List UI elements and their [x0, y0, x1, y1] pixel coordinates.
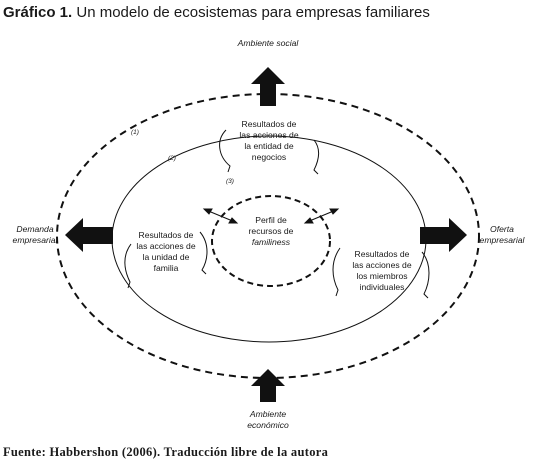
label-ambiente-social: Ambiente social [237, 38, 300, 48]
double-arrow-left-icon [202, 208, 239, 224]
node-left-line4: familia [154, 263, 179, 273]
node-left-line3: la unidad de [143, 252, 190, 262]
node-top-line3: la entidad de [244, 141, 293, 151]
node-right-line4: individuales [360, 282, 405, 292]
node-right-line3: los miembros [356, 271, 407, 281]
inner-dashed-ring [211, 195, 331, 287]
curl-arrow-right-a-icon [332, 247, 341, 297]
source-note: Fuente: Habbershon (2006). Traducción li… [3, 445, 329, 459]
center-line3: familiness [252, 237, 291, 247]
curl-arrow-left-a-icon [124, 243, 132, 289]
curl-arrow-right-b-icon [421, 251, 430, 299]
ring-number-1: (1) [131, 129, 139, 136]
node-top-line2: las acciones de [239, 130, 298, 140]
center-line2: recursos de [249, 226, 294, 236]
label-oferta-line2: empresarial [480, 235, 526, 245]
double-arrow-right-icon [303, 208, 340, 224]
node-top-line1: Resultados de [242, 119, 297, 129]
center-line1: Perfil de [255, 215, 287, 225]
arrow-right-icon [420, 218, 467, 252]
arrow-up-icon [251, 67, 285, 106]
page-title: Gráfico 1. Un modelo de ecosistemas para… [3, 4, 430, 22]
node-left-line2: las acciones de [136, 241, 195, 251]
curl-arrow-top-left-icon [219, 129, 231, 173]
label-oferta-line1: Oferta [490, 224, 514, 234]
label-ambiente-economico-line2: económico [247, 420, 289, 430]
node-right-line1: Resultados de [355, 249, 410, 259]
ring-number-3: (3) [226, 178, 234, 185]
curl-arrow-top-right-icon [313, 139, 320, 175]
label-demanda-line2: empresarial [13, 235, 59, 245]
label-ambiente-economico-line1: Ambiente [249, 409, 287, 419]
node-right-line2: las acciones de [352, 260, 411, 270]
node-top-line4: negocios [252, 152, 286, 162]
ring-number-2: (2) [168, 155, 176, 162]
curl-arrow-left-b-icon [199, 231, 208, 275]
label-demanda-line1: Demanda [16, 224, 53, 234]
arrow-down-up-icon [251, 369, 285, 402]
arrow-left-icon [65, 218, 113, 252]
title-text: Un modelo de ecosistemas para empresas f… [76, 4, 430, 21]
node-left-line1: Resultados de [139, 230, 194, 240]
title-prefix: Gráfico 1. [3, 4, 73, 21]
